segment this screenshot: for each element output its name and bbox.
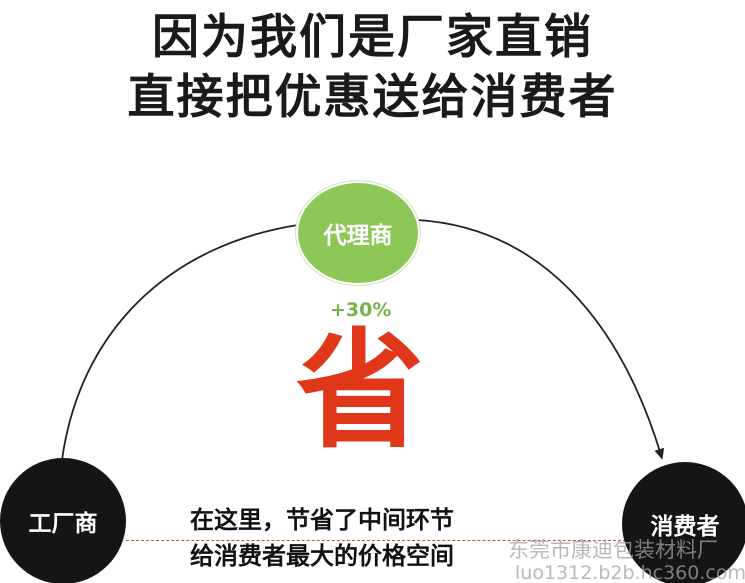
node-factory: 工厂商 [0, 458, 126, 583]
arc-left [61, 224, 299, 461]
headline-line-1: 因为我们是厂家直销 [152, 10, 593, 65]
arc-right [417, 219, 665, 460]
markup-percent: +30% [330, 299, 392, 321]
caption-line-2: 给消费者最大的价格空间 [190, 542, 454, 570]
watermark-url: luo1312.b2b.hc360.com [515, 562, 745, 583]
node-factory-label: 工厂商 [28, 511, 98, 537]
node-consumer: 消费者 [622, 462, 745, 583]
node-agent-label: 代理商 [323, 223, 393, 249]
headline-line-2: 直接把优惠送给消费者 [127, 70, 618, 125]
node-agent: 代理商 [296, 181, 420, 285]
watermark-company: 东莞市康迪包装材料厂 [508, 538, 718, 562]
caption-line-1: 在这里，节省了中间环节 [190, 506, 454, 534]
save-character: 省 [295, 317, 424, 466]
dashed-divider [126, 540, 626, 541]
node-consumer-label: 消费者 [650, 514, 720, 540]
